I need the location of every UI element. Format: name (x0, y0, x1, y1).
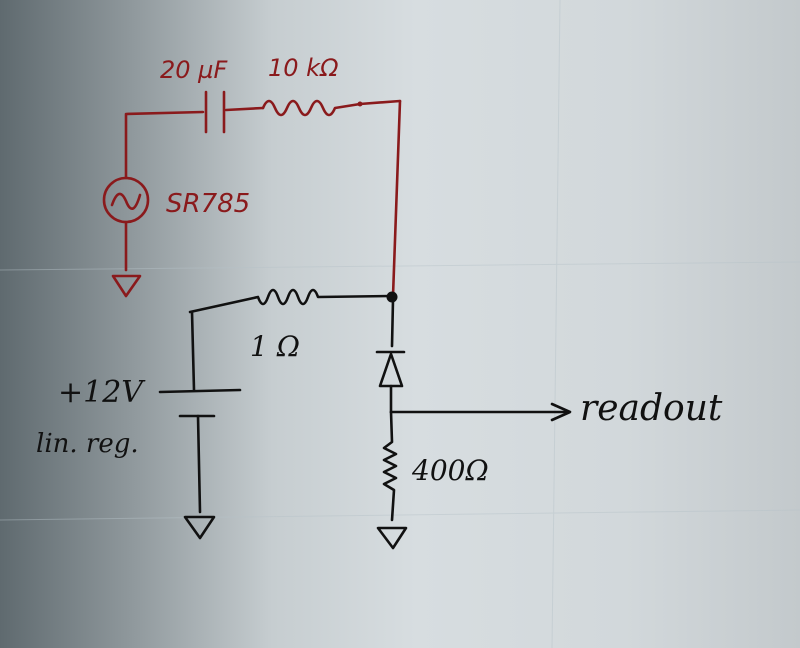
resistor-10k-label: 10 kΩ (268, 54, 339, 82)
resistor-1-ohm-symbol (188, 288, 393, 314)
supply-note-label: lin. reg. (36, 429, 139, 459)
resistor-1-ohm-label: 1 Ω (250, 330, 300, 363)
ground-symbol-source (111, 274, 142, 298)
wire-source-to-cap (124, 110, 205, 180)
wire-to-supply (190, 310, 196, 392)
source-label: SR785 (166, 189, 250, 219)
signal-branch (102, 90, 402, 298)
wire-down-to-node (391, 99, 402, 298)
junction-node (386, 291, 398, 303)
supply-branch (158, 288, 572, 550)
supply-voltage-label: +12V (58, 375, 146, 410)
capacitor-label: 20 µF (160, 56, 228, 84)
ac-source-icon (110, 192, 142, 210)
resistor-400-ohm-label: 400Ω (411, 454, 489, 487)
resistor-400-ohm-symbol (382, 410, 398, 522)
diode-symbol (375, 350, 406, 388)
node-dot-top (357, 101, 363, 107)
wire-supply-to-ground (196, 414, 202, 514)
battery-symbol (158, 388, 242, 418)
wire-cap-to-res (224, 106, 265, 112)
wire-node-to-diode (390, 298, 395, 348)
ground-symbol-detector (376, 526, 408, 550)
capacitor-symbol (204, 90, 226, 134)
arrow-icon (550, 402, 572, 422)
ground-symbol-supply (183, 515, 216, 540)
resistor-10k-symbol (261, 99, 402, 117)
readout-label: readout (580, 388, 723, 429)
